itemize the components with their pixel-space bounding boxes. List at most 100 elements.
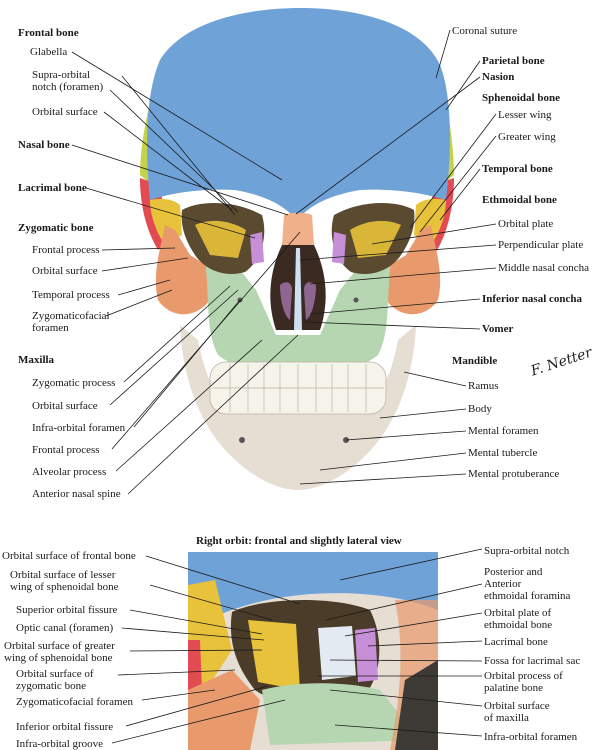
- frontal-bone-shape: [147, 8, 450, 220]
- leader-line: [127, 334, 299, 495]
- leader-line: [71, 144, 289, 216]
- leader-line: [123, 285, 231, 383]
- label-nasion: Nasion: [482, 71, 515, 83]
- label-frontal-process-1: Frontal process: [32, 244, 100, 256]
- right-orbit-sphenoid: [350, 220, 401, 258]
- leader-line: [71, 51, 283, 181]
- leader-line: [121, 627, 265, 641]
- leader-line: [129, 609, 263, 635]
- leader-line: [309, 267, 497, 285]
- label-o-orbital-surface-frontal: Orbital surface of frontal bone: [2, 550, 136, 562]
- label-o-orbital-surface-maxilla-text: Orbital surface of maxilla: [484, 700, 550, 724]
- leader-line: [409, 113, 497, 229]
- leader-line: [295, 76, 481, 215]
- label-o-orbital-process-palatine: Orbital process of palatine bone: [484, 670, 563, 694]
- orbit-title: Right orbit: frontal and slightly latera…: [196, 535, 402, 547]
- orbit-maxilla-shape: [262, 683, 420, 745]
- leader-line: [111, 231, 301, 450]
- label-o-orbital-surface-zygomatic-text: Orbital surface of zygomatic bone: [16, 668, 94, 692]
- label-o-ethmoidal-foramina: Posterior and Anterior ethmoidal foramin…: [484, 566, 570, 602]
- leader-line: [115, 339, 263, 472]
- label-supraorbital-notch-text: Supra-orbital notch (foramen): [32, 69, 104, 93]
- leader-line: [371, 223, 497, 245]
- leader-line: [111, 699, 286, 744]
- leader-line: [85, 187, 256, 239]
- label-mental-protuberance: Mental protuberance: [468, 468, 560, 480]
- leader-line: [334, 724, 483, 737]
- label-o-orbital-process-palatine-text: Orbital process of palatine bone: [484, 670, 563, 694]
- label-o-orbital-plate-ethmoid: Orbital plate of ethmoidal bone: [484, 607, 552, 631]
- label-orbital-surface-1: Orbital surface: [32, 106, 98, 118]
- left-orbit-sphenoid: [195, 220, 246, 258]
- label-middle-nasal-concha: Middle nasal concha: [498, 262, 590, 274]
- leader-line: [117, 669, 236, 676]
- orbit-ethmoid-shape: [318, 626, 356, 680]
- orbit-illustration: [188, 552, 438, 750]
- leader-line: [339, 548, 483, 581]
- label-mental-foramen: Mental foramen: [468, 425, 539, 437]
- label-o-zygomaticofacial: Zygomaticofacial foramen: [16, 696, 133, 708]
- leader-line: [145, 555, 301, 605]
- label-infraorbital-foramen: Infra-orbital foramen: [32, 422, 126, 434]
- leader-line: [435, 29, 451, 79]
- label-nasal-bone: Nasal bone: [18, 139, 70, 151]
- label-frontal-bone: Frontal bone: [18, 27, 79, 39]
- label-zygomaticofacial-foramen-text: Zygomaticofacial foramen: [32, 310, 110, 334]
- label-o-infraorbital-groove: Infra-orbital groove: [16, 738, 104, 750]
- perpendicular-plate-shape: [294, 248, 302, 330]
- leader-line: [309, 298, 481, 315]
- orbit-frontal-shape: [188, 552, 438, 630]
- label-orbital-surface-2: Orbital surface: [32, 265, 98, 277]
- leader-line: [125, 685, 269, 727]
- label-parietal-bone: Parietal bone: [482, 55, 545, 67]
- zygomatic-left-shape: [155, 225, 214, 315]
- orbit-lacrimal-shape: [355, 628, 378, 682]
- leader-line: [304, 321, 481, 330]
- leader-lines: [71, 29, 497, 744]
- leader-line: [419, 135, 497, 233]
- label-anterior-nasal-spine: Anterior nasal spine: [32, 488, 121, 500]
- label-lesser-wing: Lesser wing: [498, 109, 552, 121]
- leader-line: [329, 659, 483, 662]
- label-zygomatic-bone: Zygomatic bone: [18, 222, 94, 234]
- label-o-optic-canal: Optic canal (foramen): [16, 622, 114, 634]
- conchae-right: [304, 282, 316, 320]
- label-orbital-surface-3: Orbital surface: [32, 400, 98, 412]
- label-o-infraorbital-foramen: Infra-orbital foramen: [484, 731, 578, 743]
- leader-line: [101, 257, 189, 272]
- nasal-bone-shape: [282, 212, 314, 245]
- leader-line: [445, 60, 481, 111]
- orbit-greater-wing-shape: [248, 620, 300, 690]
- leader-line: [149, 584, 273, 621]
- leader-line: [129, 649, 263, 652]
- label-o-fossa-lacrimal-sac: Fossa for lacrimal sac: [484, 655, 581, 667]
- label-zygomaticofacial-foramen: Zygomaticofacial foramen: [32, 310, 110, 334]
- label-o-superior-orbital-fissure: Superior orbital fissure: [16, 604, 118, 616]
- label-o-orbital-surface-zygomatic: Orbital surface of zygomatic bone: [16, 668, 94, 692]
- orbit-dark-shape: [395, 660, 438, 750]
- leader-line: [325, 583, 483, 621]
- label-o-orbital-surface-greater-text: Orbital surface of greater wing of sphen…: [4, 640, 115, 664]
- leader-line: [103, 111, 233, 211]
- label-o-orbital-plate-ethmoid-text: Orbital plate of ethmoidal bone: [484, 607, 553, 631]
- label-o-inferior-orbital-fissure: Inferior orbital fissure: [16, 721, 114, 733]
- label-o-lacrimal-bone: Lacrimal bone: [484, 636, 548, 648]
- label-temporal-bone: Temporal bone: [482, 163, 553, 175]
- label-o-orbital-surface-lesser-text: Orbital surface of lesser wing of spheno…: [10, 569, 119, 593]
- label-o-orbital-surface-lesser: Orbital surface of lesser wing of spheno…: [10, 569, 118, 593]
- label-body: Body: [468, 403, 492, 415]
- label-greater-wing: Greater wing: [498, 131, 556, 143]
- label-o-supraorbital-notch: Supra-orbital notch: [484, 545, 570, 557]
- orbit-red-shape: [188, 640, 202, 690]
- mandible-shape: [180, 325, 416, 490]
- leader-line: [299, 244, 497, 261]
- label-perpendicular-plate: Perpendicular plate: [498, 239, 584, 251]
- right-orbit-lacrimal: [332, 232, 346, 264]
- leader-line: [141, 689, 216, 701]
- zygomatic-right-shape: [382, 225, 441, 315]
- leader-line: [299, 473, 467, 485]
- label-vomer: Vomer: [482, 323, 514, 335]
- teeth-lines: [212, 364, 384, 412]
- conchae-left: [280, 282, 292, 320]
